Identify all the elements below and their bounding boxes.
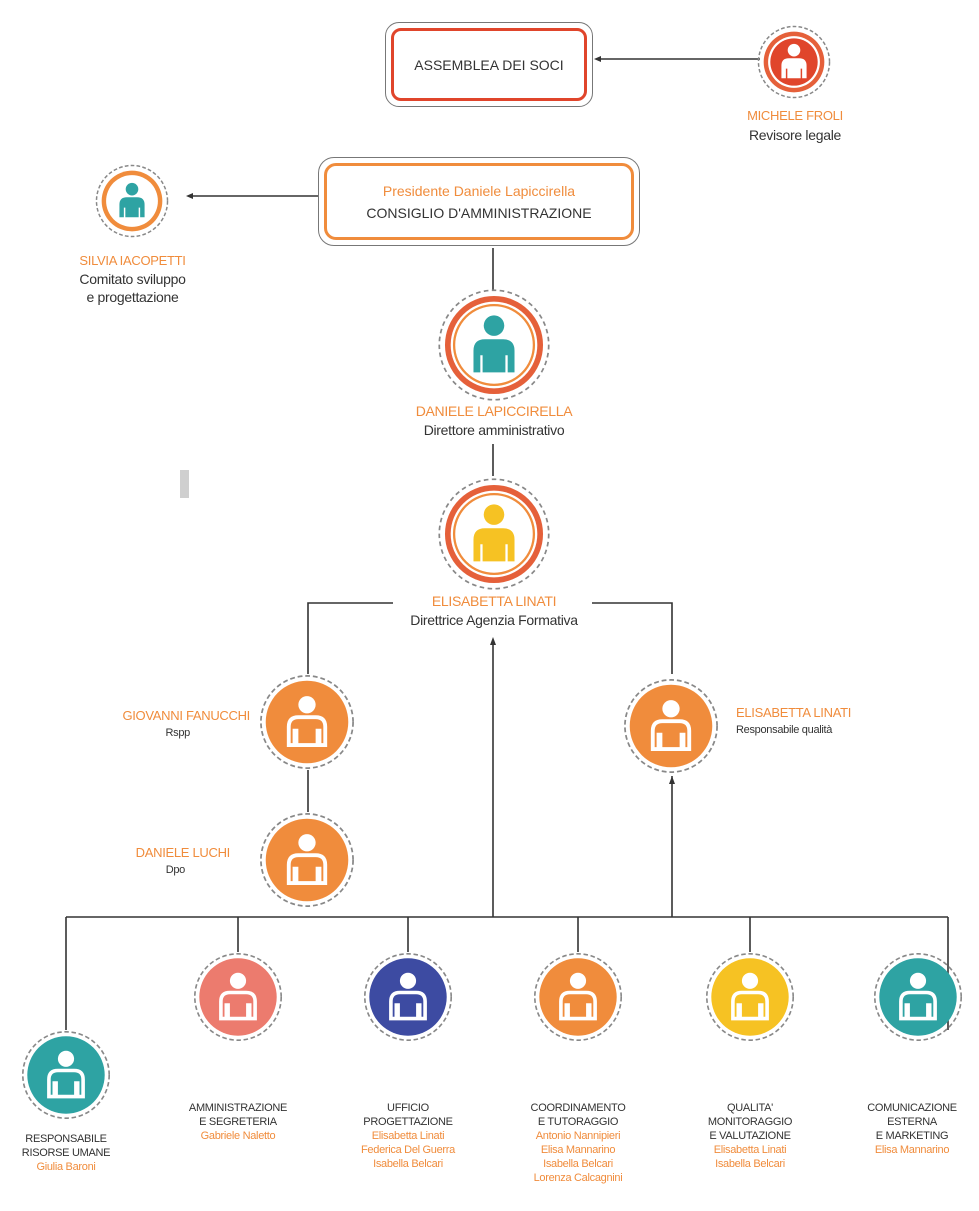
dept-title-line: E TUTORAGGIO — [537, 1116, 619, 1128]
dept-title-line: RISORSE UMANE — [21, 1147, 111, 1159]
revisore-name: MICHELE FROLI — [747, 108, 843, 123]
dept-person: Isabella Belcari — [715, 1158, 785, 1170]
direttore-role: Direttore amministrativo — [423, 422, 565, 438]
dept-person: Elisa Mannarino — [874, 1144, 950, 1156]
dept-person: Gabriele Naletto — [200, 1130, 276, 1142]
dept-person: Elisabetta Linati — [713, 1144, 787, 1156]
dept-person: Elisabetta Linati — [371, 1130, 445, 1142]
dept-title-line: PROGETTAZIONE — [363, 1116, 453, 1128]
dpo-avatar-icon — [260, 813, 354, 907]
dept-title-line: QUALITA' — [727, 1102, 773, 1114]
comitato-label: SILVIA IACOPETTI Comitato sviluppo e pro… — [40, 253, 225, 305]
dpo-name: DANIELE LUCHI — [135, 845, 231, 860]
dpo-label: DANIELE LUCHI Dpo — [70, 845, 231, 877]
dept-person: Lorenza Calcagnini — [533, 1172, 623, 1184]
dept-label-comunicazione: COMUNICAZIONE ESTERNA E MARKETING Elisa … — [845, 1101, 979, 1157]
rspp-role: Rspp — [165, 727, 191, 739]
dpo-role: Dpo — [165, 864, 186, 876]
dept-title-line: UFFICIO — [387, 1102, 429, 1114]
rspp-label: GIOVANNI FANUCCHI Rspp — [70, 708, 250, 740]
person-orange-icon — [533, 952, 623, 1042]
direttrice-role: Direttrice Agenzia Formativa — [410, 612, 578, 628]
qualita-role: Responsabile qualità — [736, 724, 833, 736]
comitato-role-line2: e progettazione — [86, 289, 179, 305]
dept-label-coordinamento: COORDINAMENTO E TUTORAGGIO Antonio Nanni… — [503, 1101, 653, 1185]
direttrice-avatar-icon — [438, 478, 550, 590]
dept-title-line: E MARKETING — [875, 1130, 949, 1142]
dept-title-line: E VALUTAZIONE — [709, 1130, 791, 1142]
dept-label-qualita: QUALITA' MONITORAGGIO E VALUTAZIONE Elis… — [675, 1101, 825, 1171]
cda-president: Presidente Daniele Lapiccirella — [382, 182, 576, 199]
direttrice-name: ELISABETTA LINATI — [431, 593, 557, 609]
dept-person: Isabella Belcari — [543, 1158, 613, 1170]
rspp-avatar-icon — [260, 675, 354, 769]
assemblea-box: ASSEMBLEA DEI SOCI — [385, 22, 593, 107]
revisore-avatar-icon — [757, 25, 831, 99]
dept-person: Federica Del Guerra — [361, 1144, 455, 1156]
dept-title-line: RESPONSABILE — [25, 1133, 107, 1145]
dept-label-amministrazione: AMMINISTRAZIONE E SEGRETERIA Gabriele Na… — [163, 1101, 313, 1143]
revisore-role: Revisore legale — [749, 127, 841, 143]
comitato-avatar-icon — [95, 164, 169, 238]
assemblea-label: ASSEMBLEA DEI SOCI — [414, 56, 564, 73]
dept-person: Giulia Baroni — [36, 1161, 96, 1173]
dept-title-line: ESTERNA — [887, 1116, 937, 1128]
qualita-name: ELISABETTA LINATI — [736, 705, 852, 720]
cda-label: CONSIGLIO D'AMMINISTRAZIONE — [366, 204, 592, 221]
person-teal-icon — [873, 952, 963, 1042]
dept-title-line: MONITORAGGIO — [707, 1116, 793, 1128]
dept-person: Isabella Belcari — [373, 1158, 443, 1170]
direttore-avatar-icon — [438, 289, 550, 401]
dept-label-progettazione: UFFICIO PROGETTAZIONE Elisabetta Linati … — [333, 1101, 483, 1171]
cda-box: Presidente Daniele Lapiccirella CONSIGLI… — [318, 157, 640, 246]
dept-title-line: AMMINISTRAZIONE — [188, 1102, 288, 1114]
direttore-name: DANIELE LAPICCIRELLA — [415, 403, 573, 419]
qualita-avatar-icon — [624, 679, 718, 773]
dept-person: Elisa Mannarino — [540, 1144, 616, 1156]
direttrice-label: ELISABETTA LINATI Direttrice Agenzia For… — [360, 593, 628, 628]
rspp-name: GIOVANNI FANUCCHI — [122, 708, 250, 723]
person-teal-icon — [21, 1030, 111, 1120]
qualita-label: ELISABETTA LINATI Responsabile qualità — [736, 705, 936, 737]
person-salmon-icon — [193, 952, 283, 1042]
dept-title-line: E SEGRETERIA — [199, 1116, 277, 1128]
direttore-label: DANIELE LAPICCIRELLA Direttore amministr… — [360, 403, 628, 438]
comitato-name: SILVIA IACOPETTI — [79, 253, 186, 268]
comitato-role-line1: Comitato sviluppo — [79, 271, 186, 287]
person-yellow-icon — [705, 952, 795, 1042]
dept-title-line: COORDINAMENTO — [530, 1102, 626, 1114]
person-indigo-icon — [363, 952, 453, 1042]
dept-person: Antonio Nannipieri — [535, 1130, 621, 1142]
dept-label-risorse-umane: RESPONSABILE RISORSE UMANE Giulia Baroni — [0, 1132, 132, 1174]
dept-title-line: COMUNICAZIONE — [867, 1102, 957, 1114]
revisore-label: MICHELE FROLI Revisore legale — [700, 108, 890, 143]
